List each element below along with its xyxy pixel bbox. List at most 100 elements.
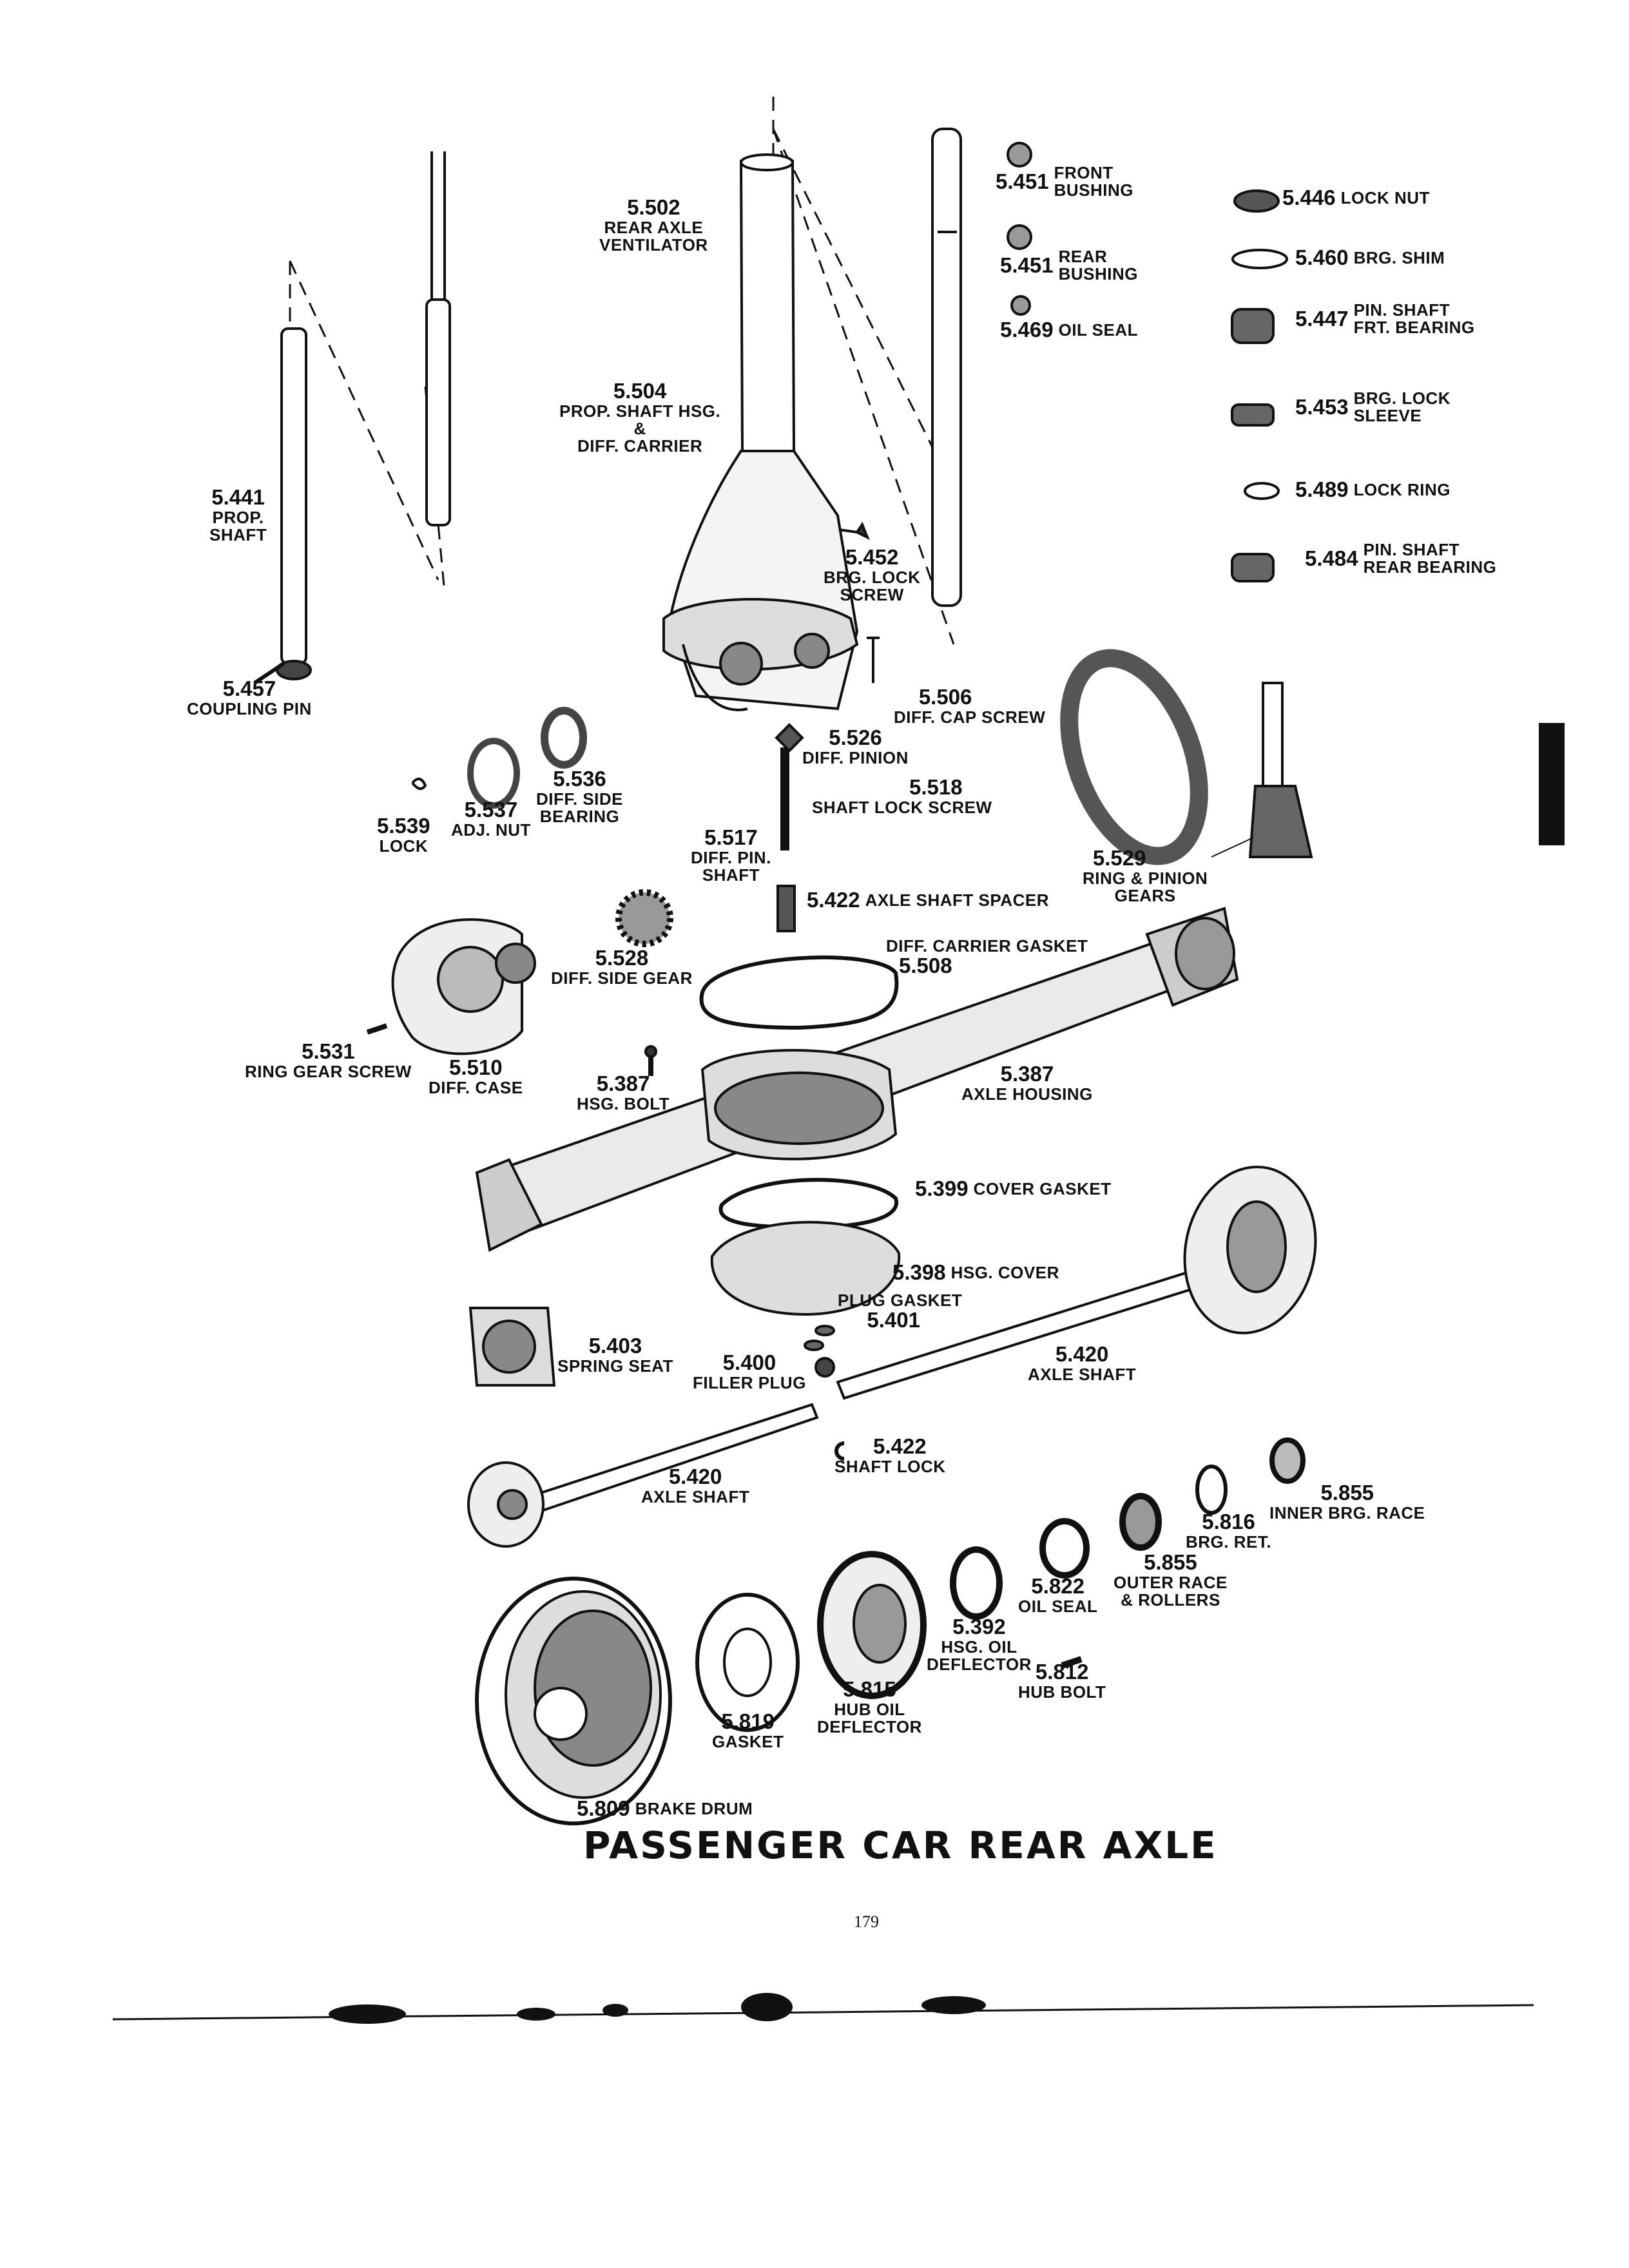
part-number: 5.518 bbox=[909, 775, 963, 799]
part-name: OUTER RACE & ROLLERS bbox=[1113, 1572, 1228, 1610]
part-name: PLUG GASKET bbox=[838, 1291, 963, 1310]
part-number: 5.822 bbox=[1031, 1574, 1085, 1598]
part-name: AXLE SHAFT bbox=[641, 1486, 750, 1506]
carrier-gasket-drawing bbox=[699, 956, 899, 1030]
part-number: 5.441 bbox=[211, 485, 265, 509]
part-name: HUB BOLT bbox=[1018, 1682, 1106, 1702]
part-number: 5.489 bbox=[1295, 477, 1349, 501]
part-name: PIN. SHAFT REAR BEARING bbox=[1363, 540, 1497, 577]
part-number: 5.528 bbox=[595, 946, 649, 970]
cover-gasket-drawing bbox=[718, 1178, 899, 1230]
bearing-parts-drawing bbox=[817, 1437, 1306, 1699]
part-number: 5.446 bbox=[1282, 186, 1336, 209]
part-name: DIFF. SIDE BEARING bbox=[536, 789, 624, 826]
torque-tube-drawing bbox=[931, 128, 962, 607]
part-number: 5.506 bbox=[918, 685, 972, 709]
part-name: SPRING SEAT bbox=[557, 1356, 673, 1376]
part-number: 5.539 bbox=[377, 814, 430, 838]
bottom-rule bbox=[112, 2004, 1534, 2021]
part-number: 5.812 bbox=[1035, 1660, 1089, 1684]
part-number: 5.398 bbox=[892, 1260, 946, 1284]
part-name: DIFF. CAP SCREW bbox=[894, 707, 1046, 727]
part-number: 5.855 bbox=[1144, 1550, 1197, 1574]
part-name: BRAKE DRUM bbox=[635, 1798, 753, 1818]
part-number: 5.422 bbox=[807, 888, 860, 912]
part-name: REAR BUSHING bbox=[1058, 247, 1138, 284]
part-number: 5.510 bbox=[448, 1055, 503, 1079]
part-number: 5.451 bbox=[996, 169, 1049, 193]
part-name: HSG. COVER bbox=[950, 1262, 1059, 1282]
part-number: 5.452 bbox=[845, 545, 899, 569]
diff-side-parts-drawing bbox=[411, 707, 804, 947]
part-name: AXLE HOUSING bbox=[961, 1084, 1093, 1104]
part-name: OIL SEAL bbox=[1058, 320, 1139, 340]
page-title: PASSENGER CAR REAR AXLE bbox=[583, 1823, 1218, 1867]
part-name: DIFF. CARRIER GASKET bbox=[886, 936, 1088, 956]
coupling-pin-arrow bbox=[253, 662, 285, 685]
part-number: 5.529 bbox=[1092, 846, 1146, 870]
part-number: 5.392 bbox=[952, 1615, 1006, 1639]
part-number: 5.451 bbox=[1000, 253, 1054, 277]
part-name: OIL SEAL bbox=[1018, 1596, 1098, 1616]
small-parts-drawing bbox=[838, 142, 1288, 683]
hsg-cover-drawing bbox=[710, 1220, 901, 1316]
prop-shaft-housing-drawing bbox=[662, 153, 859, 711]
part-number: 5.387 bbox=[1000, 1062, 1054, 1086]
axle-shaft-left-drawing bbox=[467, 1403, 845, 1548]
part-name: DIFF. PINION bbox=[802, 747, 909, 767]
part-name: PROP. SHAFT HSG. & DIFF. CARRIER bbox=[559, 401, 721, 456]
axle-shaft-right-drawing bbox=[836, 1166, 1317, 1400]
part-number: 5.469 bbox=[1000, 318, 1054, 341]
part-number: 5.855 bbox=[1320, 1481, 1374, 1504]
part-number: 5.536 bbox=[553, 767, 606, 791]
part-name: LOCK RING bbox=[1353, 479, 1451, 499]
part-name: BRG. LOCK SLEEVE bbox=[1353, 389, 1451, 426]
part-number: 5.809 bbox=[577, 1796, 630, 1820]
part-number: 5.401 bbox=[867, 1308, 920, 1332]
part-name: AXLE SHAFT bbox=[1028, 1364, 1137, 1384]
part-number: 5.447 bbox=[1295, 306, 1349, 331]
part-name: RING & PINION GEARS bbox=[1083, 868, 1208, 905]
part-name: RING GEAR SCREW bbox=[245, 1061, 412, 1081]
part-name: SHAFT LOCK SCREW bbox=[812, 797, 992, 817]
part-number: 5.399 bbox=[915, 1177, 969, 1200]
part-name: PIN. SHAFT FRT. BEARING bbox=[1353, 300, 1475, 338]
hub-gasket-drawing bbox=[695, 1593, 800, 1732]
page-edge-tab bbox=[1539, 723, 1565, 845]
part-number: 5.403 bbox=[588, 1334, 642, 1358]
part-name: DIFF. PIN. SHAFT bbox=[691, 847, 771, 885]
part-number: 5.816 bbox=[1202, 1510, 1255, 1533]
part-name: GASKET bbox=[712, 1731, 784, 1751]
